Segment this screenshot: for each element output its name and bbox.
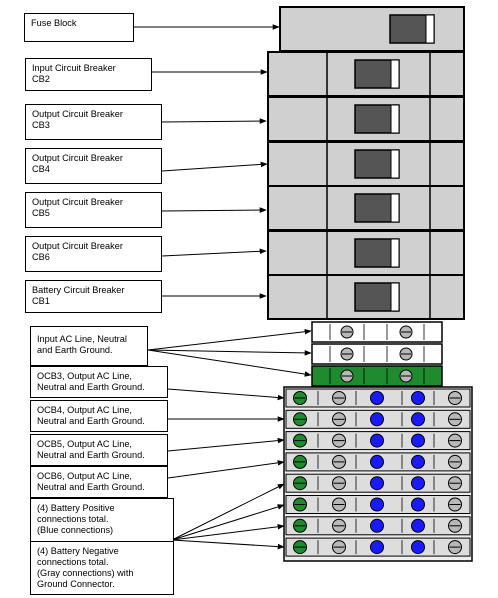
pointer-arrows [134,24,312,550]
terminal-screw [332,433,346,448]
label-cb4: Output Circuit Breaker CB4 [25,148,162,184]
terminal-screw [332,454,346,469]
terminal-screw [399,347,413,361]
blue-terminal [411,497,425,512]
blue-terminal [411,518,425,533]
terminal-screw [448,433,462,448]
terminal-screw [448,540,462,555]
terminal-screw [448,454,462,469]
output-terminal-row-8 [285,537,471,557]
output-terminal-row-6 [285,495,471,514]
label-cb5: Output Circuit Breaker CB5 [25,192,162,228]
blue-terminal [370,454,384,469]
output-terminal-block [283,386,473,562]
blue-terminal [370,433,384,448]
arrow-bat-pos-3 [171,524,285,541]
terminal-screw [448,476,462,491]
label-input-ac: Input AC Line, Neutral and Earth Ground. [30,326,148,366]
blue-terminal [370,540,384,555]
arrow-ocb3 [167,388,285,401]
circuit-breakers [267,51,465,320]
ac-terminal-row-3 [311,365,443,387]
label-ocb6: OCB6, Output AC Line, Neutral and Earth … [30,466,168,498]
output-terminal-row-7 [285,516,471,536]
arrow-cb3 [161,118,267,124]
label-ocb3: OCB3, Output AC Line, Neutral and Earth … [30,366,168,398]
terminal-screw [448,518,462,533]
arrow-ocb6 [167,460,285,479]
label-cb2: Input Circuit Breaker CB2 [25,58,152,91]
arrow-bat-pos-1 [171,483,285,541]
terminal-screw [332,476,346,491]
arrow-bat-pos-4 [171,539,285,550]
fuse-block [279,6,465,52]
terminal-screw [399,325,413,339]
terminal-screw [293,391,307,405]
terminal-screw [448,412,462,427]
ac-terminal-row-2 [311,343,443,365]
terminal-screw [332,412,346,427]
ac-terminal-block [311,321,443,387]
label-ocb4: OCB4, Output AC Line, Neutral and Earth … [30,400,168,432]
breaker-1 [267,51,465,97]
terminal-screw [332,497,346,512]
terminal-screw [340,347,354,361]
label-cb6: Output Circuit Breaker CB6 [25,236,162,272]
terminal-screw [293,412,307,427]
blue-terminal [370,497,384,512]
terminal-screw [448,391,462,405]
blue-terminal [411,476,425,491]
label-cb3: Output Circuit Breaker CB3 [25,104,162,140]
output-terminal-row-4 [285,452,471,472]
terminal-screw [332,391,346,405]
breaker-4 [267,185,465,231]
arrow-input-ac-3 [147,349,312,377]
arrow-cb4 [161,161,268,172]
terminal-screw [399,369,413,383]
blue-terminal [411,540,425,555]
ac-terminal-row-1 [311,321,443,343]
terminal-screw [332,518,346,533]
label-ocb5: OCB5, Output AC Line, Neutral and Earth … [30,434,168,466]
label-battery-negative: (4) Battery Negative connections total. … [30,541,174,595]
label-cb1: Battery Circuit Breaker CB1 [25,280,162,313]
blue-terminal [411,412,425,427]
terminal-screw [332,540,346,555]
output-terminal-row-2 [285,409,471,429]
terminal-screw [293,476,307,491]
blue-terminal [411,433,425,448]
terminal-screw [293,518,307,533]
terminal-screw [293,497,307,512]
breaker-5 [267,230,465,276]
terminal-screw [293,433,307,448]
terminal-screw [448,497,462,512]
breaker-6 [267,274,465,320]
arrow-cb5 [161,207,267,213]
blue-terminal [370,518,384,533]
output-terminal-row-1 [285,388,471,408]
arrow-input-ac-1 [147,328,312,351]
output-terminal-row-3 [285,431,471,451]
terminal-screw [340,325,354,339]
breaker-3 [267,141,465,187]
arrow-bat-pos-2 [171,504,285,541]
label-battery-positive: (4) Battery Positive connections total. … [30,498,174,542]
blue-terminal [411,454,425,469]
blue-terminal [370,412,384,427]
blue-terminal [370,476,384,491]
label-fuse-block: Fuse Block [24,13,134,42]
output-terminal-row-5 [285,473,471,493]
terminal-screw [340,369,354,383]
breaker-2 [267,96,465,142]
terminal-screw [293,540,307,555]
arrow-cb6 [161,248,267,257]
arrow-ocb5 [167,437,285,452]
blue-terminal [411,391,425,405]
blue-terminal [370,391,384,405]
terminal-screw [293,454,307,469]
arrow-input-ac-2 [147,349,312,356]
